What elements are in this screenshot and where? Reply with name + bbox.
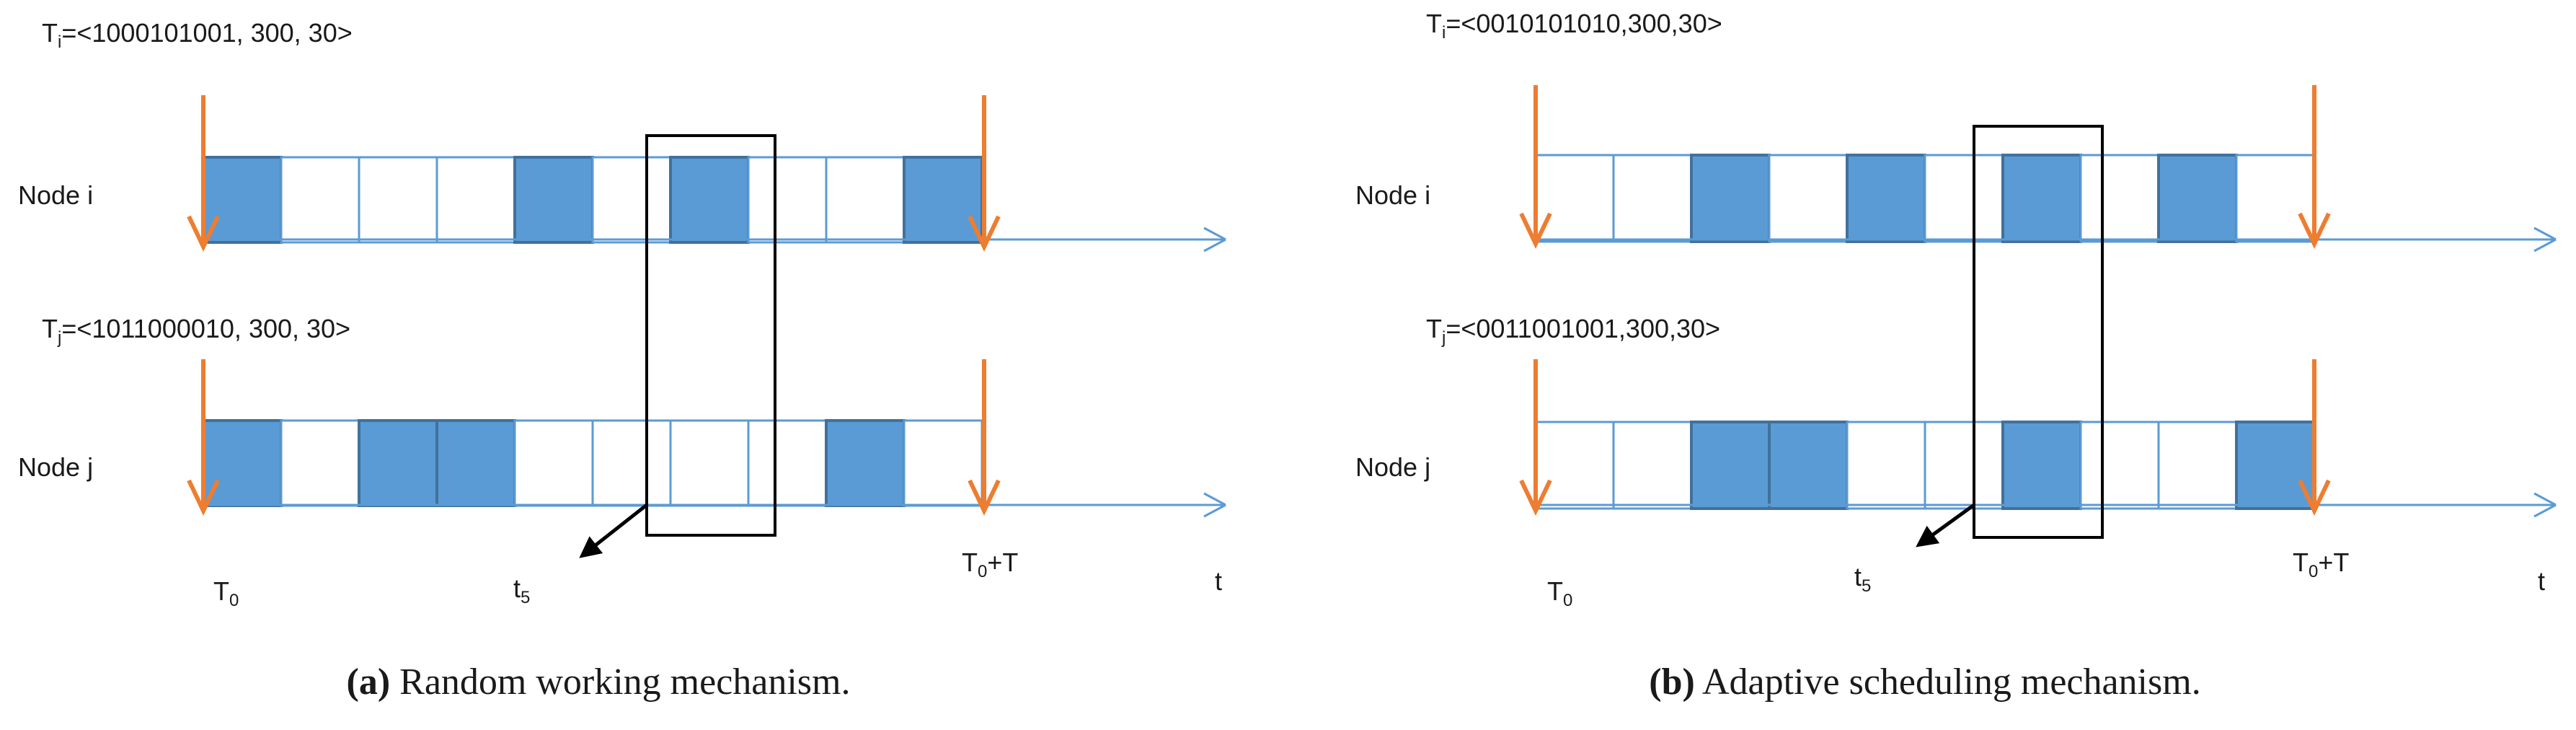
time-axis-label: t (1215, 566, 1222, 596)
t5-window-box (1973, 125, 2104, 539)
timeline-arrowhead (1203, 492, 1226, 518)
node-j-label: Node j (18, 452, 93, 482)
node-j-slots (1534, 421, 2316, 510)
time-axis-label: t (2538, 566, 2545, 596)
panel-b: Ti=<0010101010,300,30> Node i Tj=<001100… (1355, 9, 2557, 703)
sleep-slot (1924, 421, 2004, 510)
sleep-slot (2079, 154, 2160, 243)
sleep-slot (825, 156, 906, 244)
sleep-slot (669, 419, 750, 507)
timeline-arrowhead (2533, 227, 2557, 252)
node-i-slots (202, 156, 983, 244)
caption-a: (a) Random working mechanism. (347, 661, 851, 703)
sleep-slot (1768, 154, 1849, 243)
sleep-slot (435, 156, 516, 244)
sleep-slot (591, 419, 672, 507)
node-i-slots (1534, 154, 2316, 243)
sleep-slot (591, 156, 672, 244)
active-slot (903, 156, 983, 244)
end-marker-arrow (2298, 85, 2331, 249)
t0-label: T0 (1547, 576, 1572, 610)
sleep-slot (1612, 421, 1693, 510)
t5-label: t5 (513, 573, 530, 607)
tuple-j-label: Tj=<1011000010, 300, 30> (42, 314, 350, 348)
sleep-slot (1924, 154, 2004, 243)
sleep-slot (747, 156, 828, 244)
active-slot (358, 419, 438, 507)
active-slot (1768, 421, 1849, 510)
sleep-slot (280, 419, 360, 507)
active-slot (2157, 154, 2238, 243)
sleep-slot (513, 419, 594, 507)
end-marker-arrow (968, 359, 1001, 516)
end-marker-arrow (2298, 359, 2331, 516)
start-marker-arrow (187, 95, 220, 252)
active-slot (825, 419, 906, 507)
start-marker-arrow (187, 359, 220, 516)
sleep-slot (2157, 421, 2238, 510)
end-marker-arrow (968, 95, 1001, 252)
node-j-label: Node j (1355, 452, 1430, 482)
sleep-slot (1612, 154, 1693, 243)
active-slot (435, 419, 516, 507)
t5-window-box (645, 134, 776, 537)
sleep-slot (2079, 421, 2160, 510)
active-slot (513, 156, 594, 244)
t5-pointer-arrow (1916, 503, 1975, 548)
node-i-label: Node i (18, 180, 93, 210)
sleep-slot (1534, 421, 1615, 510)
sleep-slot (1846, 421, 1926, 510)
active-slot (1690, 421, 1771, 510)
timeline-arrowhead (2533, 492, 2557, 518)
active-slot (202, 156, 283, 244)
active-slot (2235, 421, 2316, 510)
start-marker-arrow (1519, 85, 1552, 249)
sleep-slot (280, 156, 360, 244)
t0-plus-t-label: T0+T (962, 548, 1018, 581)
start-marker-arrow (1519, 359, 1552, 516)
tuple-i-label: Ti=<0010101010,300,30> (1426, 9, 1722, 43)
tuple-i-label: Ti=<1000101001, 300, 30> (42, 18, 353, 52)
active-slot (202, 419, 283, 507)
t0-plus-t-label: T0+T (2293, 548, 2349, 581)
tuple-j-label: Tj=<0011001001,300,30> (1426, 314, 1720, 348)
sleep-slot (358, 156, 438, 244)
sleep-slot (747, 419, 828, 507)
active-slot (2001, 421, 2082, 510)
node-j-slots (202, 419, 983, 507)
node-i-label: Node i (1355, 180, 1430, 210)
sleep-slot (2235, 154, 2316, 243)
sleep-slot (903, 419, 983, 507)
active-slot (2001, 154, 2082, 243)
active-slot (669, 156, 750, 244)
timeline-arrowhead (1203, 227, 1226, 252)
t5-label: t5 (1854, 562, 1871, 596)
t0-label: T0 (213, 576, 239, 610)
caption-b: (b) Adaptive scheduling mechanism. (1649, 661, 2200, 703)
active-slot (1846, 154, 1926, 243)
active-slot (1690, 154, 1771, 243)
panel-a: Ti=<1000101001, 300, 30> Node i Tj=<1011… (18, 18, 1226, 703)
sleep-slot (1534, 154, 1615, 243)
t5-pointer-arrow (579, 503, 648, 558)
